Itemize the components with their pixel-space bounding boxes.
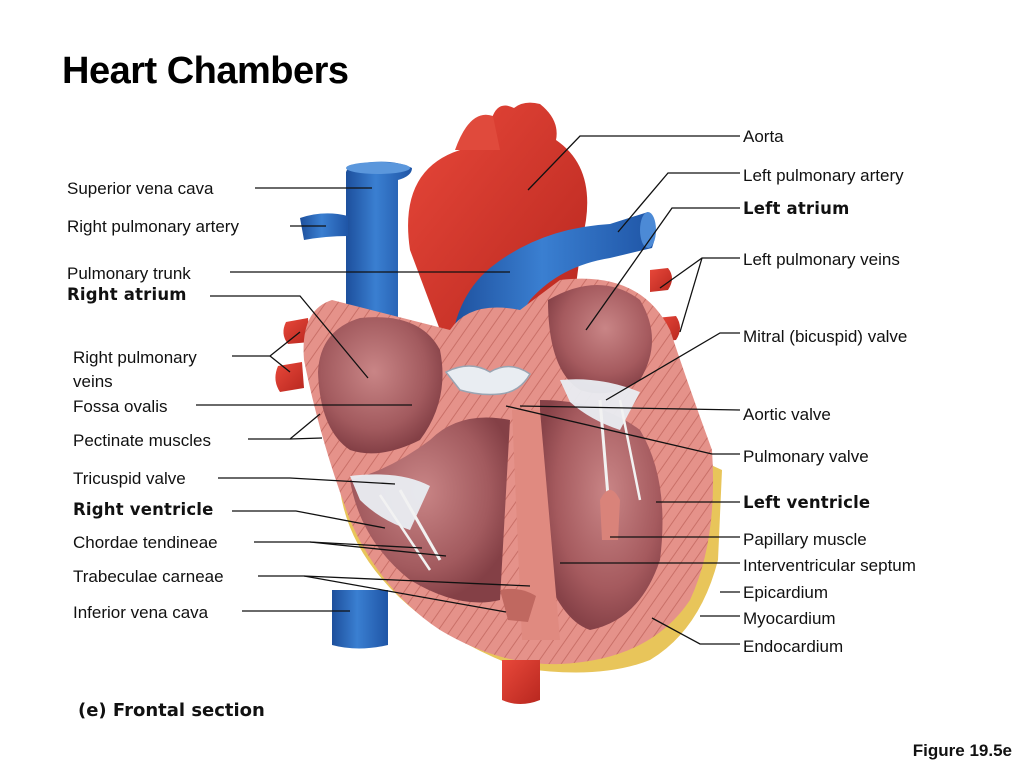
figure-caption: (e) Frontal section: [78, 700, 265, 721]
label-right-pulmonary-veins-line2: veins: [73, 372, 113, 391]
label-mitral-valve: Mitral (bicuspid) valve: [743, 327, 908, 346]
leader-lines-left: [196, 187, 531, 613]
label-inferior-vena-cava: Inferior vena cava: [73, 603, 209, 622]
label-pulmonary-trunk: Pulmonary trunk: [67, 264, 191, 283]
left-atrium-chamber: [548, 285, 652, 394]
figure-reference: Figure 19.5e: [912, 741, 1012, 760]
label-pectinate-muscles: Pectinate muscles: [73, 431, 211, 450]
label-superior-vena-cava: Superior vena cava: [67, 179, 214, 198]
label-chordae-tendineae: Chordae tendineae: [73, 533, 218, 552]
label-papillary-muscle: Papillary muscle: [743, 530, 867, 549]
right-ventricle-chamber: [350, 417, 510, 603]
label-left-pulmonary-artery: Left pulmonary artery: [743, 166, 904, 185]
label-endocardium: Endocardium: [743, 637, 844, 656]
tricuspid-valve-shape: [350, 474, 442, 571]
leader-lines-right: [505, 135, 741, 645]
label-right-atrium: Right atrium: [67, 285, 187, 304]
label-left-pulmonary-veins: Left pulmonary veins: [743, 250, 900, 269]
label-left-atrium: Left atrium: [743, 199, 850, 218]
page-title: Heart Chambers: [62, 50, 349, 92]
label-aorta: Aorta: [743, 127, 784, 146]
label-right-ventricle: Right ventricle: [73, 500, 214, 519]
label-tricuspid-valve: Tricuspid valve: [73, 469, 186, 488]
label-left-ventricle: Left ventricle: [743, 493, 871, 512]
label-epicardium: Epicardium: [743, 583, 829, 602]
trabeculae-shape: [500, 588, 536, 622]
superior-vena-cava-shape: [346, 161, 412, 340]
label-aortic-valve: Aortic valve: [743, 405, 831, 424]
right-pulmonary-artery-shape: [300, 213, 348, 240]
label-right-pulmonary-veins: Right pulmonary: [73, 348, 197, 367]
label-interventricular-septum: Interventricular septum: [743, 556, 916, 575]
label-right-pulmonary-artery: Right pulmonary artery: [67, 217, 239, 236]
label-fossa-ovalis: Fossa ovalis: [73, 397, 168, 416]
right-pulmonary-veins-shape: [275, 318, 310, 392]
interventricular-septum-shape: [512, 410, 560, 640]
papillary-muscle-shape: [600, 490, 620, 540]
label-pulmonary-valve: Pulmonary valve: [743, 447, 869, 466]
aortic-pulmonary-valves: [444, 365, 531, 396]
right-atrium-chamber: [318, 317, 443, 454]
label-trabeculae-carneae: Trabeculae carneae: [73, 567, 224, 586]
descending-aorta-shape: [502, 660, 540, 704]
label-myocardium: Myocardium: [743, 609, 836, 628]
inferior-vena-cava-shape: [332, 590, 388, 649]
